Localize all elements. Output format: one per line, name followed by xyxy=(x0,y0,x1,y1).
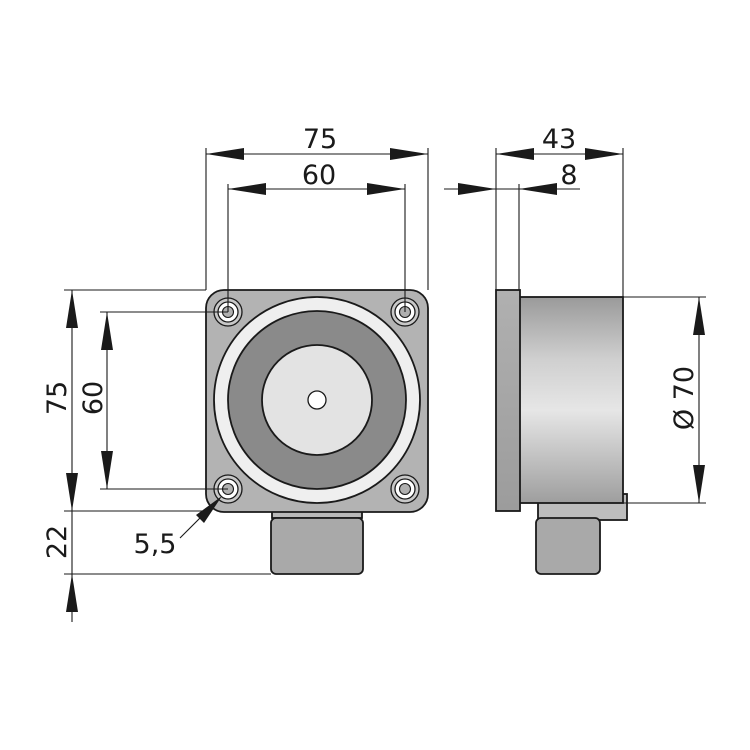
side-mounting-plate xyxy=(495,289,521,512)
mounting-hole-bottom-right xyxy=(390,474,420,504)
front-view xyxy=(205,289,429,575)
dimension-lines xyxy=(64,148,706,622)
dim-side-depth: 43 xyxy=(542,124,576,155)
dimension-labels: 75 60 75 60 22 5,5 43 8 Ø 70 xyxy=(42,124,700,560)
front-connector-lower xyxy=(270,517,364,575)
dim-front-height-holes: 60 xyxy=(78,381,109,415)
front-center-hole xyxy=(307,390,327,410)
side-cylinder-body xyxy=(518,296,624,504)
dim-connector-height: 22 xyxy=(42,525,73,559)
side-connector-lower xyxy=(535,517,601,575)
dim-front-width-holes: 60 xyxy=(302,160,336,191)
dim-front-height-outer: 75 xyxy=(42,381,73,415)
dim-body-diameter: Ø 70 xyxy=(669,366,700,430)
side-view xyxy=(495,289,628,575)
dim-hole-diameter: 5,5 xyxy=(134,529,177,560)
dim-plate-thickness: 8 xyxy=(560,160,577,191)
dim-front-width-outer: 75 xyxy=(303,124,337,155)
